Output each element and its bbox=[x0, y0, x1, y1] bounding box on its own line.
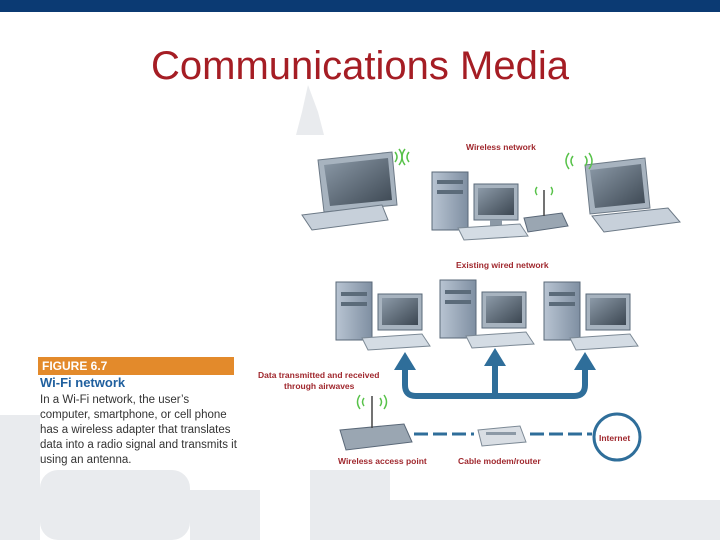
label-data-transmitted-line1: Data transmitted and received bbox=[258, 370, 379, 380]
figure-caption: In a Wi-Fi network, the user’s computer,… bbox=[40, 393, 240, 468]
label-cable-modem-router: Cable modem/router bbox=[458, 456, 541, 466]
label-existing-wired-network: Existing wired network bbox=[456, 260, 549, 270]
wireless-router-icon bbox=[524, 190, 568, 232]
desktop-computer-3-icon bbox=[544, 282, 638, 350]
desktop-tower-top-icon bbox=[432, 172, 468, 230]
desktop-computer-1-icon bbox=[336, 282, 430, 350]
wireless-signal-icon bbox=[395, 149, 409, 165]
wireless-access-point-icon bbox=[340, 396, 412, 450]
label-internet: Internet bbox=[599, 433, 630, 443]
laptop-right-icon bbox=[585, 158, 680, 232]
label-wireless-network: Wireless network bbox=[466, 142, 536, 152]
label-data-transmitted-line2: through airwaves bbox=[284, 381, 354, 391]
data-flow-arrows bbox=[405, 362, 585, 396]
figure-number: FIGURE 6.7 bbox=[38, 357, 234, 375]
cable-modem-router-icon bbox=[478, 426, 526, 446]
label-wireless-access-point: Wireless access point bbox=[338, 456, 427, 466]
laptop-left-icon bbox=[302, 152, 397, 230]
desktop-computer-2-icon bbox=[440, 280, 534, 348]
figure-title: Wi-Fi network bbox=[40, 375, 125, 390]
